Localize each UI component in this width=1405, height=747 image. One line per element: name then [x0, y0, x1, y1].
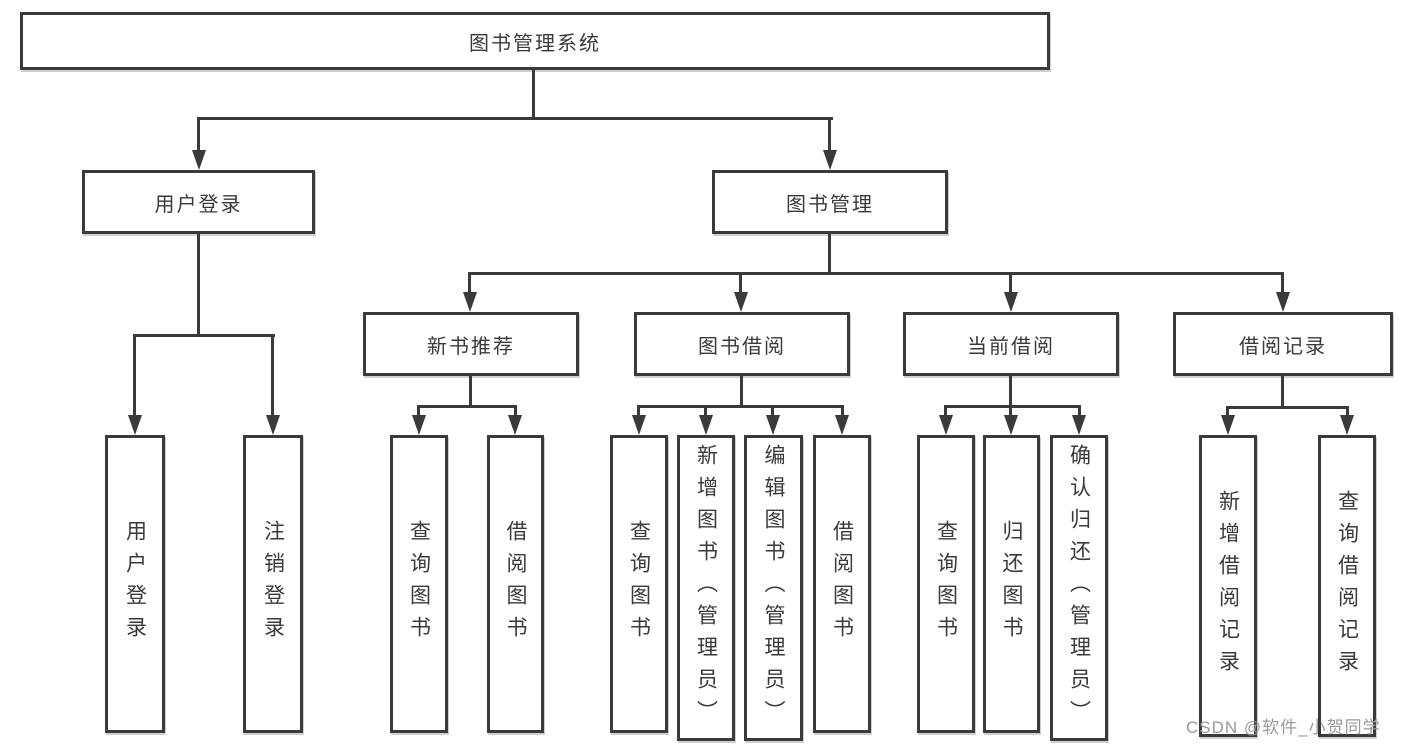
- arrow-to-cb-confirm: [1072, 415, 1086, 435]
- arrow-to-new-book-rec: [463, 292, 477, 312]
- leaf-rec-borrow-books: 借阅图书: [487, 435, 544, 733]
- connector-br-drop-1: [1226, 406, 1229, 416]
- connector-login-drop-1: [133, 334, 136, 415]
- leaf-bb-edit-books-admin: 编辑图书（管理员）: [744, 435, 803, 741]
- node-user-login: 用户登录: [82, 170, 315, 234]
- leaf-cb-return-books: 归还图书: [983, 435, 1040, 733]
- node-current-borrow: 当前借阅: [903, 312, 1119, 376]
- arrow-to-br-add: [1221, 415, 1235, 435]
- leaf-bb-add-books-admin: 新增图书（管理员）: [677, 435, 735, 741]
- node-new-book-rec: 新书推荐: [363, 312, 579, 376]
- connector-bb-drop-4: [841, 405, 844, 416]
- leaf-logout: 注销登录: [243, 435, 303, 733]
- connector-br-rail: [1226, 406, 1349, 409]
- connector-login-stem: [197, 234, 200, 335]
- connector-rec-stem: [469, 376, 472, 406]
- connector-bb-rail: [637, 405, 844, 408]
- leaf-user-login: 用户登录: [105, 435, 165, 733]
- connector-rec-drop-1: [417, 405, 420, 416]
- connector-rec-drop-2: [514, 405, 517, 416]
- connector-mgmt-drop-2: [739, 272, 742, 293]
- connector-root-drop-left: [197, 117, 200, 151]
- arrow-to-br-query: [1340, 415, 1354, 435]
- connector-login-rail: [133, 334, 275, 337]
- connector-cb-drop-3: [1078, 405, 1081, 416]
- connector-cb-drop-2: [1009, 405, 1012, 416]
- leaf-cb-query-books: 查询图书: [917, 435, 975, 733]
- node-borrow-records: 借阅记录: [1173, 312, 1393, 376]
- connector-cb-rail: [944, 405, 1081, 408]
- leaf-cb-confirm-return-admin: 确认归还（管理员）: [1050, 435, 1108, 741]
- connector-br-stem: [1281, 376, 1284, 407]
- arrow-to-rec-borrow: [508, 415, 522, 435]
- leaf-br-add-record: 新增借阅记录: [1199, 435, 1257, 737]
- arrow-to-bb-query: [632, 415, 646, 435]
- connector-login-drop-2: [271, 334, 274, 415]
- connector-rec-rail: [417, 405, 517, 408]
- arrow-to-bb-add: [699, 415, 713, 435]
- arrow-to-book-mgmt: [823, 150, 837, 170]
- leaf-bb-query-books: 查询图书: [610, 435, 668, 733]
- node-book-mgmt: 图书管理: [712, 170, 948, 234]
- connector-mgmt-stem: [828, 234, 831, 273]
- node-book-borrow: 图书借阅: [634, 312, 850, 376]
- arrow-to-user-login: [192, 150, 206, 170]
- arrow-to-leaf-logout: [266, 415, 280, 435]
- arrow-to-leaf-user-login: [128, 415, 142, 435]
- connector-root-stem: [532, 70, 535, 118]
- connector-mgmt-drop-3: [1009, 272, 1012, 293]
- leaf-bb-borrow-books: 借阅图书: [813, 435, 871, 733]
- leaf-rec-query-books: 查询图书: [390, 435, 448, 733]
- arrow-to-rec-query: [412, 415, 426, 435]
- arrow-to-current-borrow: [1004, 292, 1018, 312]
- connector-root-drop-right: [828, 117, 831, 151]
- connector-mgmt-drop-4: [1281, 272, 1284, 293]
- arrow-to-book-borrow: [734, 292, 748, 312]
- connector-bb-drop-1: [637, 405, 640, 416]
- arrow-to-bb-edit: [766, 415, 780, 435]
- leaf-br-query-record: 查询借阅记录: [1318, 435, 1376, 737]
- arrow-to-cb-return: [1004, 415, 1018, 435]
- node-library-system: 图书管理系统: [20, 12, 1050, 70]
- connector-cb-stem: [1009, 376, 1012, 406]
- connector-bb-drop-2: [704, 405, 707, 416]
- arrow-to-cb-query: [939, 415, 953, 435]
- arrow-to-borrow-records: [1276, 292, 1290, 312]
- connector-root-rail: [197, 117, 833, 120]
- connector-br-drop-2: [1346, 406, 1349, 416]
- arrow-to-bb-borrow: [835, 415, 849, 435]
- connector-bb-drop-3: [771, 405, 774, 416]
- connector-cb-drop-1: [944, 405, 947, 416]
- connector-mgmt-drop-1: [468, 272, 471, 293]
- csdn-watermark: CSDN @软件_小贺同学: [1186, 718, 1381, 737]
- connector-bb-stem: [740, 376, 743, 406]
- connector-mgmt-rail: [468, 272, 1284, 275]
